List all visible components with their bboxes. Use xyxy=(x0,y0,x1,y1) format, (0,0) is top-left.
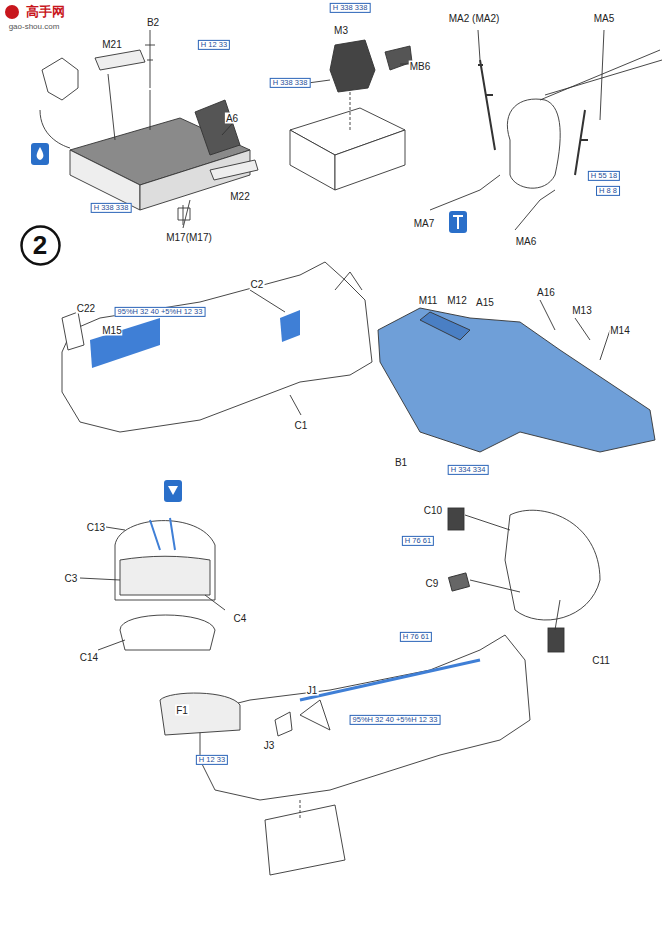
paint-code: 95%H 32 40 +5%H 12 33 xyxy=(115,307,206,317)
part-number: C1 xyxy=(294,420,309,431)
paint-code: H 76 61 xyxy=(400,632,432,642)
part-number: B2 xyxy=(146,17,160,28)
part-number: M3 xyxy=(333,25,349,36)
paint-code: H 76 61 xyxy=(402,536,434,546)
part-number: M14 xyxy=(609,325,630,336)
paint-code: H 338 338 xyxy=(330,3,371,13)
part-number: MA2 (MA2) xyxy=(448,13,501,24)
paint-code: H 12 33 xyxy=(198,40,230,50)
part-number: A16 xyxy=(536,287,556,298)
part-number: A6 xyxy=(225,113,239,124)
watermark: gao-shou.com xyxy=(8,23,61,32)
step-number-circle: 2 xyxy=(20,225,61,266)
part-number: C4 xyxy=(233,613,248,624)
part-number: M15 xyxy=(101,325,122,336)
paint-code: H 8 8 xyxy=(596,186,620,196)
watermark: 高手网 xyxy=(25,5,66,19)
part-number: A15 xyxy=(475,297,495,308)
step-number: 2 xyxy=(20,230,61,261)
part-number: M21 xyxy=(101,39,122,50)
paint-code: H 338 338 xyxy=(270,78,311,88)
part-number: MA6 xyxy=(515,236,538,247)
part-number: C2 xyxy=(250,279,265,290)
part-number: J1 xyxy=(306,685,319,696)
paint-code: H 338 338 xyxy=(91,203,132,213)
part-number: C22 xyxy=(76,303,96,314)
part-number: M11 xyxy=(418,295,439,306)
part-number: C10 xyxy=(423,505,443,516)
part-number: M22 xyxy=(229,191,250,202)
paint-code: H 334 334 xyxy=(448,465,489,475)
part-number: MA7 xyxy=(413,218,436,229)
paint-code: H 55 18 xyxy=(588,171,620,181)
part-number: F1 xyxy=(175,705,189,716)
part-number: C11 xyxy=(591,655,611,666)
part-number: C3 xyxy=(64,573,79,584)
part-number: C9 xyxy=(425,578,440,589)
part-number: MB6 xyxy=(409,61,432,72)
paint-code: 95%H 32 40 +5%H 12 33 xyxy=(350,715,441,725)
part-number: J3 xyxy=(263,740,276,751)
part-number: C14 xyxy=(79,652,99,663)
paint-code: H 12 33 xyxy=(196,755,228,765)
part-number: C13 xyxy=(86,522,106,533)
part-number: B1 xyxy=(394,457,408,468)
part-number: M17(M17) xyxy=(165,232,213,243)
part-number: M12 xyxy=(446,295,467,306)
part-number: MA5 xyxy=(593,13,616,24)
part-number: M13 xyxy=(571,305,592,316)
